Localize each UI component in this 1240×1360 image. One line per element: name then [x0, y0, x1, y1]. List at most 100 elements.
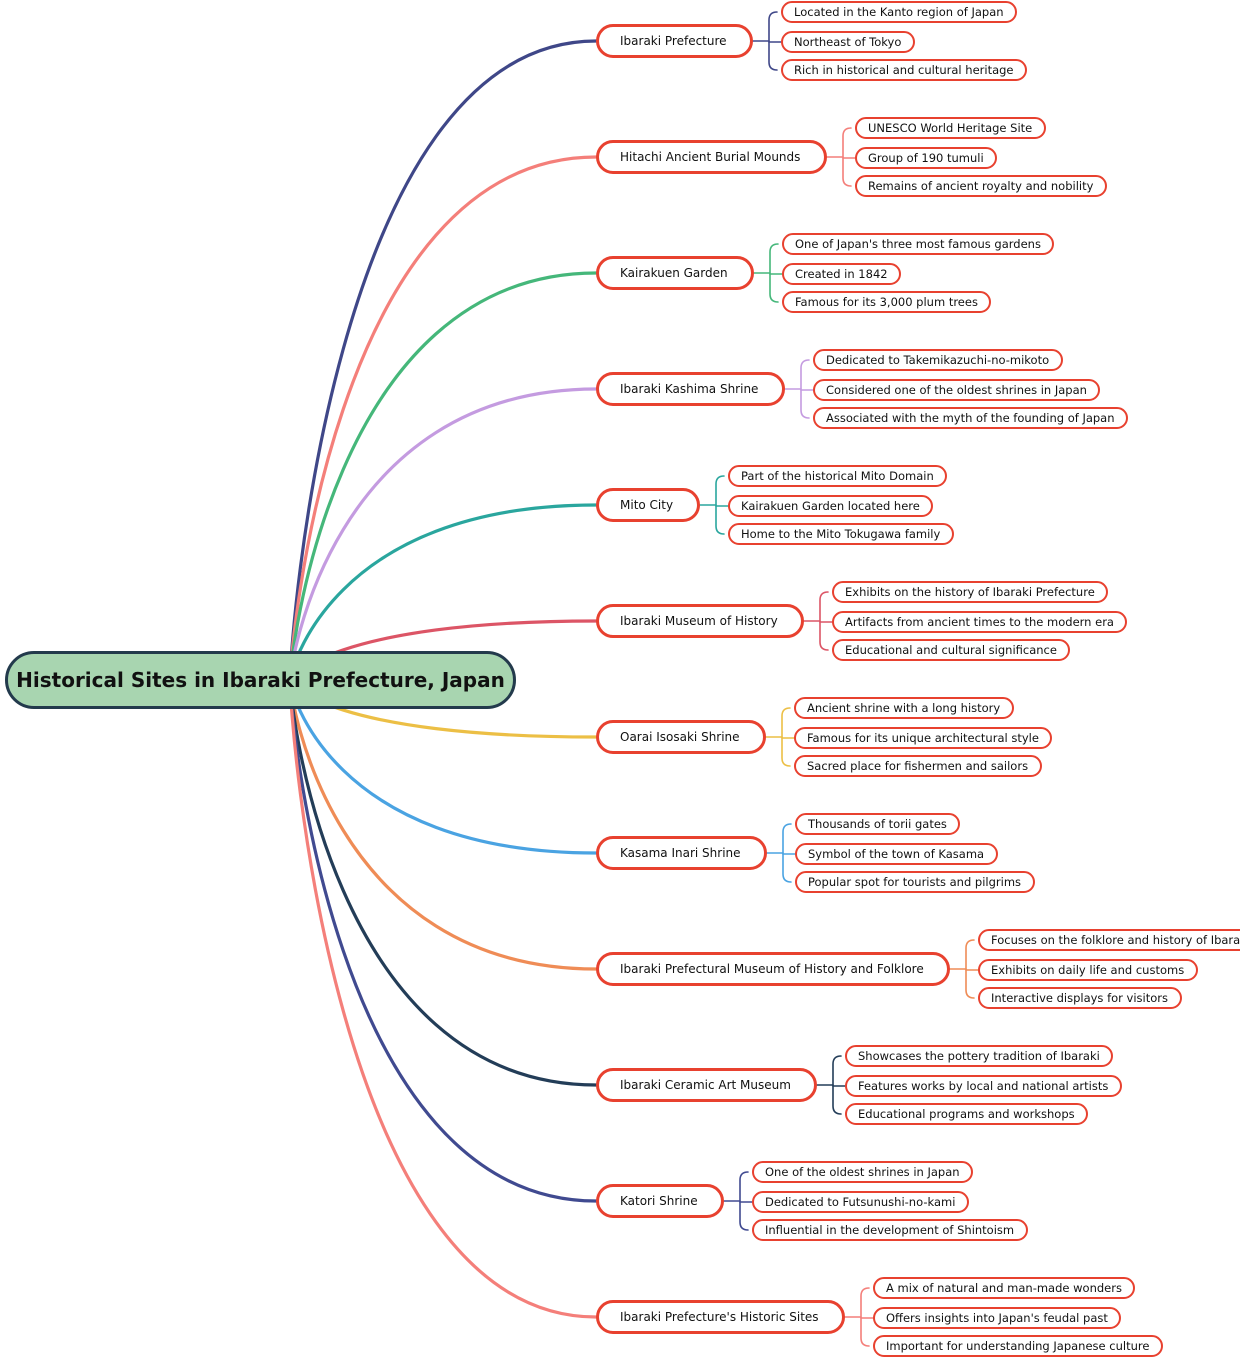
- detail-node[interactable]: Famous for its unique architectural styl…: [794, 727, 1052, 749]
- topic-node[interactable]: Oarai Isosaki Shrine: [596, 720, 766, 754]
- topic-label: Ibaraki Prefecture's Historic Sites: [620, 1310, 819, 1324]
- detail-node[interactable]: Home to the Mito Tokugawa family: [728, 523, 954, 545]
- detail-node[interactable]: Northeast of Tokyo: [781, 31, 915, 53]
- detail-node[interactable]: Thousands of torii gates: [795, 813, 960, 835]
- detail-node[interactable]: Focuses on the folklore and history of I…: [978, 929, 1240, 951]
- detail-node[interactable]: Exhibits on daily life and customs: [978, 959, 1198, 981]
- detail-label: Influential in the development of Shinto…: [765, 1223, 1015, 1237]
- detail-node[interactable]: Artifacts from ancient times to the mode…: [832, 611, 1127, 633]
- detail-label: Sacred place for fishermen and sailors: [807, 759, 1029, 773]
- detail-node[interactable]: Educational and cultural significance: [832, 639, 1070, 661]
- detail-node[interactable]: One of the oldest shrines in Japan: [752, 1161, 973, 1183]
- detail-bracket: [800, 359, 810, 419]
- branch-connector: [288, 679, 598, 1319]
- topic-node[interactable]: Ibaraki Prefectural Museum of History an…: [596, 952, 950, 986]
- detail-node[interactable]: Located in the Kanto region of Japan: [781, 1, 1017, 23]
- detail-label: Artifacts from ancient times to the mode…: [845, 615, 1114, 629]
- topic-node[interactable]: Mito City: [596, 488, 700, 522]
- topic-node[interactable]: Hitachi Ancient Burial Mounds: [596, 140, 827, 174]
- detail-bracket: [965, 939, 975, 999]
- detail-label: Offers insights into Japan's feudal past: [886, 1311, 1108, 1325]
- branch-connector: [288, 679, 598, 1203]
- detail-node[interactable]: Rich in historical and cultural heritage: [781, 59, 1027, 81]
- branch-connector: [288, 39, 598, 683]
- topic-node[interactable]: Katori Shrine: [596, 1184, 724, 1218]
- detail-node[interactable]: Part of the historical Mito Domain: [728, 465, 947, 487]
- detail-node[interactable]: Created in 1842: [782, 263, 901, 285]
- detail-label: Considered one of the oldest shrines in …: [826, 383, 1087, 397]
- detail-node[interactable]: Famous for its 3,000 plum trees: [782, 291, 991, 313]
- topic-label: Katori Shrine: [620, 1194, 698, 1208]
- topic-label: Ibaraki Ceramic Art Museum: [620, 1078, 791, 1092]
- detail-node[interactable]: Dedicated to Takemikazuchi-no-mikoto: [813, 349, 1063, 371]
- detail-bracket: [860, 1287, 870, 1347]
- detail-node[interactable]: Associated with the myth of the founding…: [813, 407, 1128, 429]
- detail-label: One of the oldest shrines in Japan: [765, 1165, 960, 1179]
- detail-label: Northeast of Tokyo: [794, 35, 902, 49]
- topic-label: Hitachi Ancient Burial Mounds: [620, 150, 801, 164]
- detail-node[interactable]: Features works by local and national art…: [845, 1075, 1122, 1097]
- topic-node[interactable]: Kasama Inari Shrine: [596, 836, 767, 870]
- topic-node[interactable]: Ibaraki Kashima Shrine: [596, 372, 785, 406]
- detail-node[interactable]: Ancient shrine with a long history: [794, 697, 1014, 719]
- detail-node[interactable]: Educational programs and workshops: [845, 1103, 1088, 1125]
- detail-node[interactable]: Showcases the pottery tradition of Ibara…: [845, 1045, 1113, 1067]
- detail-label: Home to the Mito Tokugawa family: [741, 527, 941, 541]
- detail-label: A mix of natural and man-made wonders: [886, 1281, 1122, 1295]
- detail-label: Kairakuen Garden located here: [741, 499, 920, 513]
- detail-label: Associated with the myth of the founding…: [826, 411, 1115, 425]
- detail-node[interactable]: Offers insights into Japan's feudal past: [873, 1307, 1121, 1329]
- branch-connector: [288, 155, 598, 683]
- detail-bracket: [832, 1055, 842, 1115]
- detail-bracket: [739, 1171, 749, 1231]
- detail-bracket: [819, 591, 829, 651]
- detail-node[interactable]: Influential in the development of Shinto…: [752, 1219, 1028, 1241]
- detail-bracket: [782, 823, 792, 883]
- detail-node[interactable]: One of Japan's three most famous gardens: [782, 233, 1054, 255]
- topic-label: Oarai Isosaki Shrine: [620, 730, 740, 744]
- detail-bracket: [842, 127, 852, 187]
- detail-label: Educational and cultural significance: [845, 643, 1057, 657]
- detail-label: UNESCO World Heritage Site: [868, 121, 1033, 135]
- detail-label: Educational programs and workshops: [858, 1107, 1075, 1121]
- detail-node[interactable]: Kairakuen Garden located here: [728, 495, 933, 517]
- detail-label: Famous for its unique architectural styl…: [807, 731, 1039, 745]
- topic-label: Ibaraki Prefecture: [620, 34, 727, 48]
- detail-label: Famous for its 3,000 plum trees: [795, 295, 978, 309]
- topic-node[interactable]: Ibaraki Museum of History: [596, 604, 804, 638]
- detail-label: Important for understanding Japanese cul…: [886, 1339, 1150, 1353]
- detail-node[interactable]: Group of 190 tumuli: [855, 147, 997, 169]
- detail-label: Features works by local and national art…: [858, 1079, 1109, 1093]
- detail-node[interactable]: Important for understanding Japanese cul…: [873, 1335, 1163, 1357]
- detail-node[interactable]: Interactive displays for visitors: [978, 987, 1182, 1009]
- topic-label: Ibaraki Museum of History: [620, 614, 778, 628]
- detail-node[interactable]: Remains of ancient royalty and nobility: [855, 175, 1107, 197]
- detail-label: Created in 1842: [795, 267, 888, 281]
- topic-node[interactable]: Kairakuen Garden: [596, 256, 754, 290]
- detail-label: Located in the Kanto region of Japan: [794, 5, 1004, 19]
- detail-bracket: [781, 707, 791, 767]
- detail-bracket: [769, 243, 779, 303]
- detail-label: Dedicated to Futsunushi-no-kami: [765, 1195, 956, 1209]
- detail-node[interactable]: Sacred place for fishermen and sailors: [794, 755, 1042, 777]
- root-topic-label: Historical Sites in Ibaraki Prefecture, …: [16, 668, 505, 692]
- detail-node[interactable]: Symbol of the town of Kasama: [795, 843, 998, 865]
- detail-node[interactable]: Exhibits on the history of Ibaraki Prefe…: [832, 581, 1108, 603]
- detail-label: Remains of ancient royalty and nobility: [868, 179, 1094, 193]
- detail-node[interactable]: Considered one of the oldest shrines in …: [813, 379, 1100, 401]
- detail-label: One of Japan's three most famous gardens: [795, 237, 1041, 251]
- root-topic[interactable]: Historical Sites in Ibaraki Prefecture, …: [5, 651, 516, 709]
- topic-node[interactable]: Ibaraki Prefecture: [596, 24, 753, 58]
- topic-label: Ibaraki Kashima Shrine: [620, 382, 759, 396]
- detail-label: Exhibits on daily life and customs: [991, 963, 1185, 977]
- detail-node[interactable]: Dedicated to Futsunushi-no-kami: [752, 1191, 969, 1213]
- detail-node[interactable]: UNESCO World Heritage Site: [855, 117, 1046, 139]
- detail-node[interactable]: Popular spot for tourists and pilgrims: [795, 871, 1035, 893]
- detail-label: Exhibits on the history of Ibaraki Prefe…: [845, 585, 1095, 599]
- detail-label: Focuses on the folklore and history of I…: [991, 933, 1240, 947]
- detail-label: Part of the historical Mito Domain: [741, 469, 934, 483]
- detail-node[interactable]: A mix of natural and man-made wonders: [873, 1277, 1135, 1299]
- topic-node[interactable]: Ibaraki Prefecture's Historic Sites: [596, 1300, 845, 1334]
- topic-node[interactable]: Ibaraki Ceramic Art Museum: [596, 1068, 817, 1102]
